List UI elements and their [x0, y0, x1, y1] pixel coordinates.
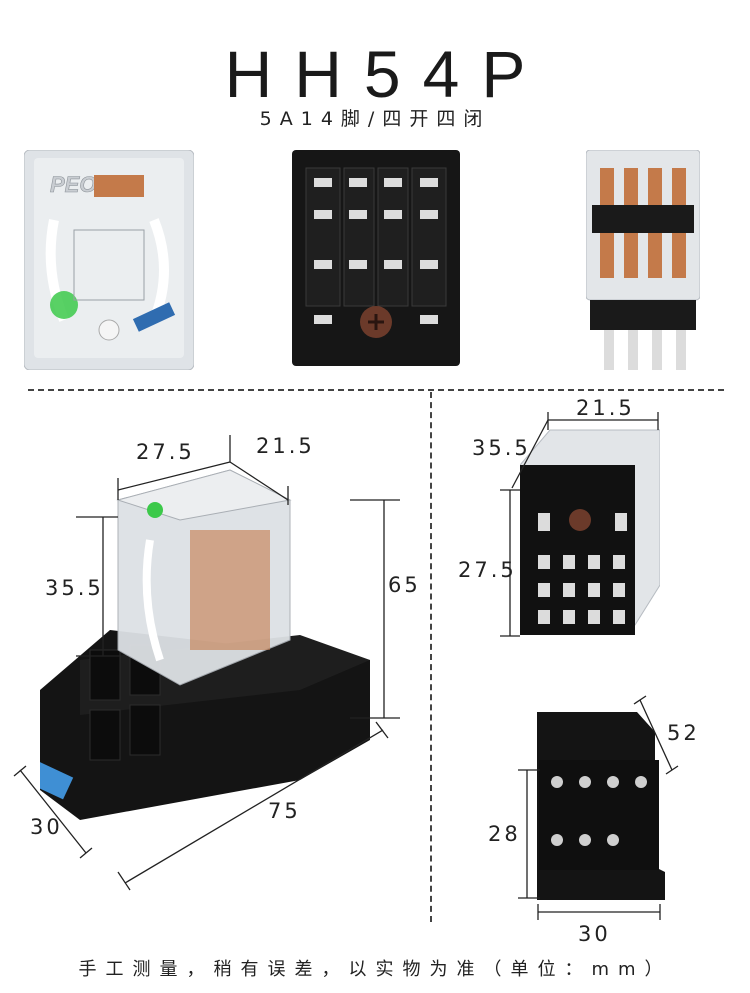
relay-bottom-photo: [292, 150, 460, 366]
page-title: HH54P: [224, 37, 548, 111]
relay-side-photo: [586, 150, 700, 372]
relay-front-photo: PEOTR: [24, 150, 194, 370]
dim-base-length: 75: [268, 799, 301, 823]
dim-socket-width: 30: [578, 922, 611, 946]
dim-socket-height: 28: [488, 822, 521, 846]
dim-relay-height: 35.5: [45, 576, 104, 600]
dim-side-depth: 35.5: [472, 436, 531, 460]
socket-photo: [537, 712, 667, 902]
dim-relay-depth: 21.5: [256, 434, 315, 458]
dim-relay-width: 27.5: [136, 440, 195, 464]
measurement-note: 手工测量，稍有误差，以实物为准（单位：mm）: [78, 959, 672, 980]
vertical-divider: [430, 392, 432, 922]
relay-with-socket-photo: [40, 460, 380, 840]
dim-side-width: 21.5: [576, 396, 635, 420]
horizontal-divider: [28, 389, 724, 391]
dim-socket-depth: 52: [667, 721, 700, 745]
relay-back-photo: [520, 425, 660, 640]
dim-base-width: 30: [30, 815, 63, 839]
page-subtitle: 5A14脚/四开四闭: [259, 108, 491, 130]
dim-total-height: 65: [388, 573, 421, 597]
dim-side-height: 27.5: [458, 558, 517, 582]
